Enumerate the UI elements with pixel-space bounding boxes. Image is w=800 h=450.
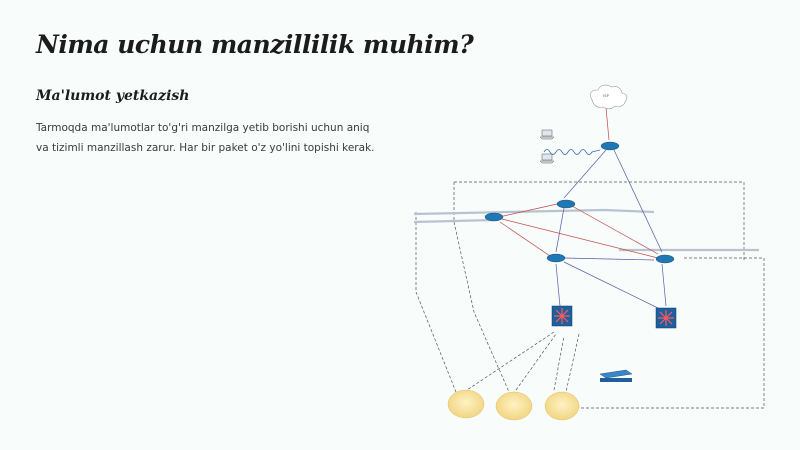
host-group-1 xyxy=(447,389,485,419)
link-r0-r3 xyxy=(501,218,659,259)
link-core-r1 xyxy=(563,149,607,199)
link-r2-sw1 xyxy=(555,263,561,307)
dashed-boundary-links xyxy=(415,181,765,409)
dashed-boundary-right xyxy=(554,257,765,409)
dashed-boundary-top xyxy=(454,181,745,260)
dashed-link-blob3-switch xyxy=(553,335,565,391)
slide-title: Nima uchun manzillilik muhim? xyxy=(36,30,474,59)
link-r1-r3 xyxy=(571,205,659,255)
link-cloud-core xyxy=(605,107,610,141)
cloud-icon: ISP xyxy=(590,84,628,110)
dashed-link-blob2-switch xyxy=(515,333,557,391)
host-bands xyxy=(413,208,759,252)
router-r3 xyxy=(655,254,675,264)
dashed-link-blob1-left xyxy=(415,212,457,393)
dashed-link-blob2-left xyxy=(453,221,510,393)
laptop-icon xyxy=(539,129,555,164)
network-links xyxy=(498,107,667,311)
serial-link-icon xyxy=(543,149,601,155)
host-group-2 xyxy=(495,391,533,421)
host-band-lower xyxy=(413,218,495,224)
layer3-switch-icon xyxy=(551,305,677,329)
router-icon xyxy=(484,141,675,264)
dashed-link-blob3-right xyxy=(565,333,580,393)
link-r1-r2 xyxy=(555,207,565,253)
link-r0-r2 xyxy=(499,221,551,257)
router-core xyxy=(600,141,620,151)
slide-subtitle: Ma'lumot yetkazish xyxy=(36,88,190,104)
link-r1-r0 xyxy=(498,203,558,218)
router-r1 xyxy=(556,199,576,209)
host-groups xyxy=(447,389,580,421)
host-group-3 xyxy=(544,391,580,421)
workgroup-switch-icon xyxy=(599,369,633,382)
link-r2-sw2 xyxy=(563,261,663,311)
link-r3-sw2 xyxy=(661,263,667,307)
link-r2-r3 xyxy=(563,257,655,261)
dashed-link-blob1-switch xyxy=(463,331,555,393)
svg-text:ISP: ISP xyxy=(603,94,609,98)
router-r0 xyxy=(484,212,504,222)
router-r2 xyxy=(546,253,566,263)
network-topology-diagram: ISP xyxy=(413,84,765,421)
host-band-upper xyxy=(413,208,655,216)
slide-body-text: Tarmoqda ma'lumotlar to'g'ri manzilga ye… xyxy=(36,122,375,154)
link-core-r3 xyxy=(613,149,663,253)
